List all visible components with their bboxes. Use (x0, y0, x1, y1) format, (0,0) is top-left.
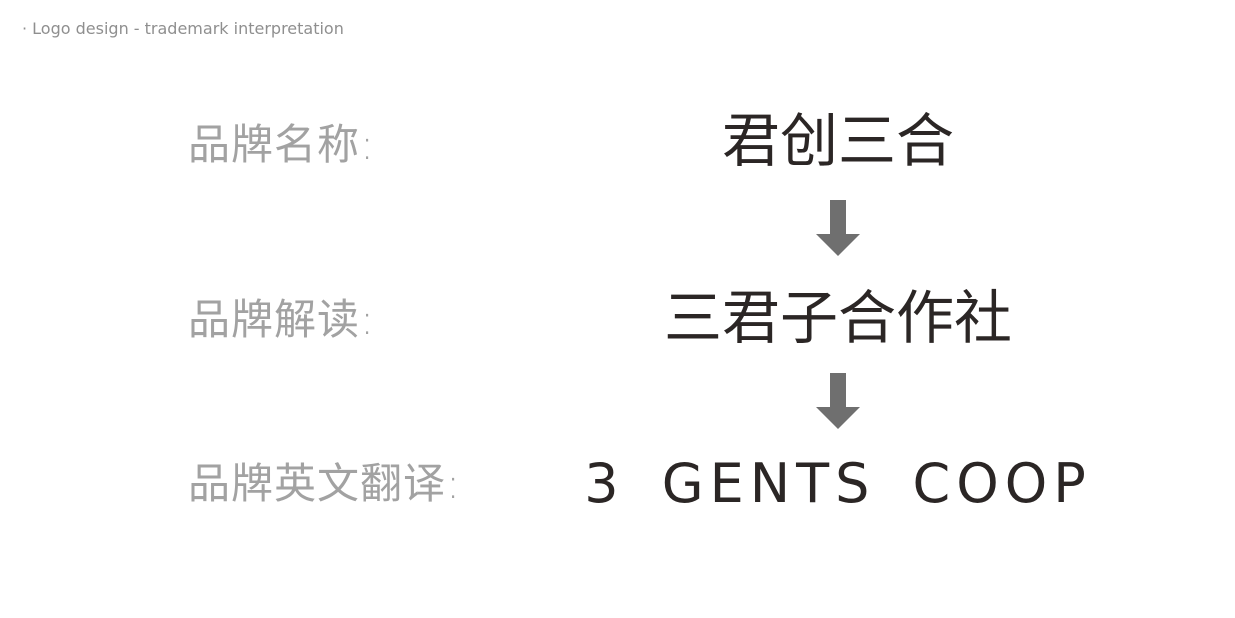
brand-english-translation-label: 品牌英文翻译: (188, 459, 462, 508)
arrow-down-icon (816, 200, 860, 256)
brand-name-label: 品牌名称: (188, 120, 376, 169)
brand-interpretation-label: 品牌解读: (188, 295, 376, 344)
brand-english-translation-value: 3 GENTS COOP (584, 452, 1092, 515)
header-caption: · Logo design - trademark interpretation (22, 19, 344, 38)
arrow-down-icon (816, 373, 860, 429)
brand-interpretation-value: 三君子合作社 (663, 284, 1012, 352)
brand-name-value: 君创三合 (721, 107, 954, 175)
